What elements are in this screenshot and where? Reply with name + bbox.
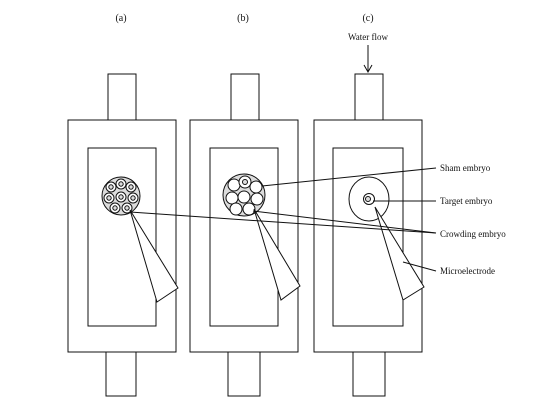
panel-label-c: (c) — [362, 13, 373, 24]
callout-lines — [129, 167, 437, 272]
chamber-b — [189, 73, 301, 397]
callout-crowding-embryo: Crowding embryo — [440, 229, 506, 239]
callout-target-embryo: Target embryo — [440, 196, 493, 206]
outlet-tube-c — [352, 351, 386, 397]
inlet-tube-a — [107, 73, 137, 121]
water-flow-arrow — [363, 45, 373, 74]
chamber-a — [67, 73, 179, 397]
callout-sham-embryo: Sham embryo — [440, 163, 491, 173]
target-embryo-c — [363, 193, 375, 205]
callout-microelectrode: Microelectrode — [440, 266, 495, 276]
water-flow-label: Water flow — [348, 32, 389, 42]
inlet-tube-c — [354, 73, 384, 121]
chamber-c — [313, 73, 425, 397]
microelectrode-a — [129, 209, 179, 303]
outlet-tube-a — [105, 351, 137, 397]
microelectrode-b — [253, 208, 301, 301]
embryo-cluster-b — [225, 175, 264, 216]
panel-label-b: (b) — [237, 13, 249, 24]
inlet-tube-b — [230, 73, 260, 121]
microelectrode-c — [374, 206, 425, 301]
outlet-tube-b — [227, 351, 261, 397]
panel-label-a: (a) — [115, 13, 126, 24]
embryo-cluster-a — [103, 178, 139, 214]
